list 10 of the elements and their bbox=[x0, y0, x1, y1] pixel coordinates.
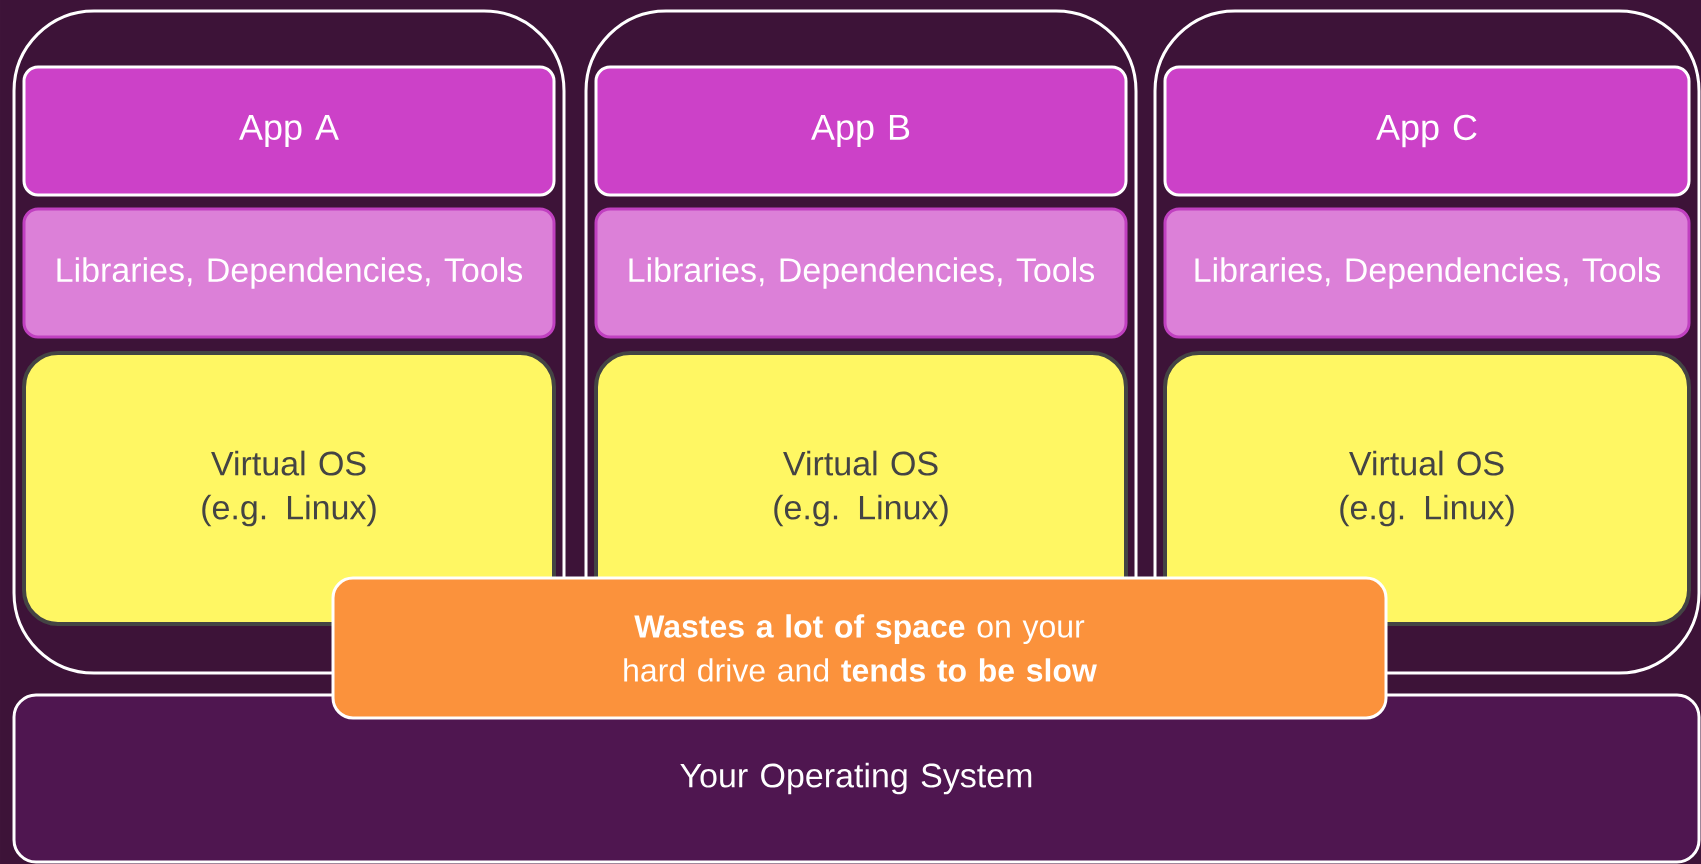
app-box: App A bbox=[22, 65, 556, 197]
operating-system-bar: Your Operating System bbox=[12, 693, 1701, 864]
libraries-box: Libraries, Dependencies, Tools bbox=[594, 207, 1128, 339]
libraries-box: Libraries, Dependencies, Tools bbox=[22, 207, 556, 339]
app-box: App B bbox=[594, 65, 1128, 197]
libraries-box: Libraries, Dependencies, Tools bbox=[1163, 207, 1691, 339]
app-box: App C bbox=[1163, 65, 1691, 197]
virtual-os-box: Virtual OS (e.g. Linux) bbox=[22, 351, 556, 626]
virtual-os-box: Virtual OS (e.g. Linux) bbox=[1163, 351, 1691, 626]
warning-toast: Wastes a lot of space on your hard drive and tends to be slow bbox=[331, 576, 1388, 720]
